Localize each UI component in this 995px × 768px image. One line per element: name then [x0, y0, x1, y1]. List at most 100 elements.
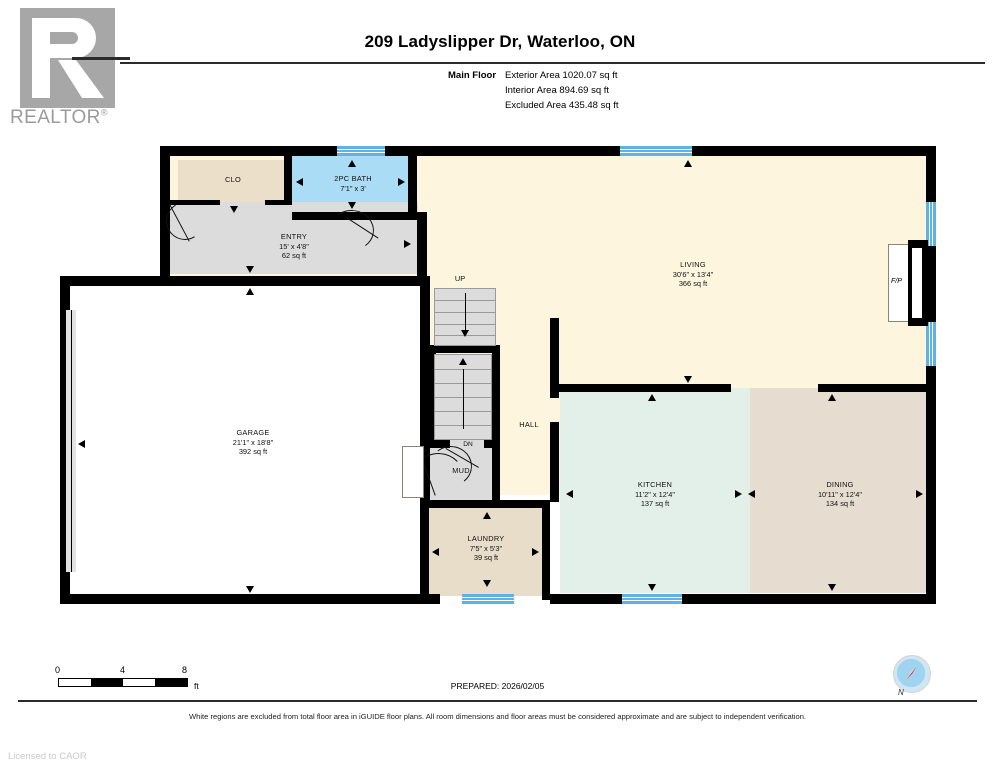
page-title: 209 Ladyslipper Dr, Waterloo, ON	[364, 32, 636, 51]
room-name-laundry: LAUNDRY	[467, 534, 505, 543]
room-label-closet: CLO	[183, 175, 283, 185]
dim-arrow-kitchen-bottom	[648, 584, 656, 591]
wall-stair-left	[428, 352, 436, 448]
wall-closet-bottom	[170, 200, 220, 205]
realtor-wordmark: REALTOR®	[10, 107, 108, 128]
wall-hall-left2	[550, 422, 559, 502]
header-divider	[120, 62, 985, 64]
dim-arrow-kitchen-left	[566, 490, 573, 498]
room-name-kitchen: KITCHEN	[637, 480, 673, 489]
window-right-upper	[926, 202, 936, 246]
room-area-entry: 62 sq ft	[281, 251, 307, 261]
dim-arrow-dining-right	[916, 490, 923, 498]
scale-unit: ft	[194, 681, 199, 691]
header-rule-left	[72, 57, 130, 60]
room-dims-living: 30'6" x 13'4"	[672, 269, 714, 279]
dim-arrow-laundry-right	[532, 548, 539, 556]
scale-seg-3	[123, 679, 155, 686]
wall-left-garage	[60, 276, 70, 604]
room-area-living: 366 sq ft	[678, 279, 708, 289]
marker-up-label: UP	[454, 274, 466, 283]
stairs-up-arrow	[461, 330, 469, 337]
stairs-down-arrow-line	[463, 369, 464, 429]
room-dims-dining: 10'11" x 12'4"	[817, 489, 863, 499]
realtor-r-icon	[32, 18, 104, 98]
window-bottom-laundry	[462, 594, 514, 604]
interior-area: Interior Area 894.69 sq ft	[505, 85, 610, 96]
room-name-bath: 2PC BATH	[334, 174, 372, 183]
dim-arrow-kitchen-top	[648, 394, 656, 401]
realtor-wordmark-text: REALTOR	[10, 107, 101, 128]
wall-laundry-left	[420, 500, 429, 600]
room-label-laundry: LAUNDRY 7'5" x 5'3" 39 sq ft	[434, 534, 538, 563]
room-name-living: LIVING	[680, 260, 706, 269]
dim-arrow-garage-top	[246, 288, 254, 295]
scale-seg-4	[155, 679, 187, 686]
room-label-living: LIVING 30'6" x 13'4" 366 sq ft	[638, 260, 748, 289]
room-label-mud: MUD	[432, 466, 490, 476]
wall-stair-right	[492, 352, 500, 448]
room-dims-kitchen: 11'2" x 12'4"	[635, 489, 675, 499]
dim-arrow-laundry-left	[432, 548, 439, 556]
wall-stair-top	[428, 345, 500, 353]
scale-bar	[58, 678, 188, 687]
room-label-bath: 2PC BATH 7'1" x 3'	[303, 174, 403, 193]
dim-arrow-bath-bottom	[348, 202, 356, 209]
wall-living-bottom2	[818, 384, 936, 392]
wall-garage-top	[60, 276, 430, 286]
dim-arrow-entry-right2	[418, 240, 425, 248]
marker-down: DN	[448, 440, 488, 450]
window-top-bath	[337, 146, 385, 156]
compass-needle-icon	[896, 658, 926, 688]
fireplace-opening	[912, 248, 922, 318]
wall-hall-left	[550, 318, 559, 398]
wall-closet-right	[284, 156, 292, 205]
garage-door	[66, 310, 76, 572]
window-top-living	[620, 146, 692, 156]
scale-tick-8: 8	[182, 665, 188, 675]
room-area-laundry: 39 sq ft	[473, 553, 499, 563]
room-label-entry: ENTRY 15' x 4'8" 62 sq ft	[244, 232, 344, 261]
scale-tick-0: 0	[55, 665, 61, 675]
window-right-lower	[926, 322, 936, 366]
dim-arrow-laundry-top	[483, 512, 491, 519]
room-name-closet: CLO	[225, 175, 241, 184]
footer-divider	[18, 700, 977, 702]
dim-arrow-bath-top	[348, 160, 356, 167]
stairs-down-arrow	[459, 358, 467, 365]
compass-rose	[893, 655, 931, 693]
floor-plan-drawing: F/P	[0, 140, 995, 640]
room-name-dining: DINING	[826, 480, 854, 489]
dim-arrow-garage-bottom	[246, 586, 254, 593]
room-dims-laundry: 7'5" x 5'3"	[469, 543, 503, 553]
room-area-kitchen: 137 sq ft	[640, 499, 670, 509]
wall-mud-bottom	[420, 500, 550, 508]
room-name-garage: GARAGE	[236, 428, 270, 437]
room-fill-hall	[498, 280, 560, 495]
mud-cabinet	[402, 446, 424, 498]
dim-arrow-living-bottom	[684, 376, 692, 383]
stairs-up	[434, 288, 496, 346]
room-fill-kitchen	[560, 388, 750, 593]
room-label-dining: DINING 10'11" x 12'4" 134 sq ft	[785, 480, 895, 509]
dim-arrow-closet	[230, 206, 238, 213]
compass-north-label: N	[898, 688, 904, 697]
realtor-logo: REALTOR®	[10, 8, 130, 133]
marker-down-label: DN	[463, 441, 473, 448]
excluded-area: Excluded Area 435.48 sq ft	[505, 100, 619, 111]
floor-label: Main Floor	[448, 70, 497, 81]
wall-bath-right	[408, 152, 417, 218]
dim-arrow-bath-left	[296, 178, 303, 186]
wall-entry-left	[160, 146, 170, 282]
room-name-hall: HALL	[519, 420, 539, 429]
room-dims-bath: 7'1" x 3'	[340, 183, 366, 193]
dim-arrow-dining-bottom	[828, 584, 836, 591]
fireplace-label: F/P	[891, 278, 902, 285]
wall-right-main	[926, 146, 936, 604]
room-fill-garage	[68, 280, 428, 598]
window-bottom-kitchen	[622, 594, 682, 604]
exterior-area: Exterior Area 1020.07 sq ft	[505, 70, 618, 81]
dim-arrow-laundry-bottom	[483, 580, 491, 587]
room-fill-closet	[178, 160, 288, 202]
